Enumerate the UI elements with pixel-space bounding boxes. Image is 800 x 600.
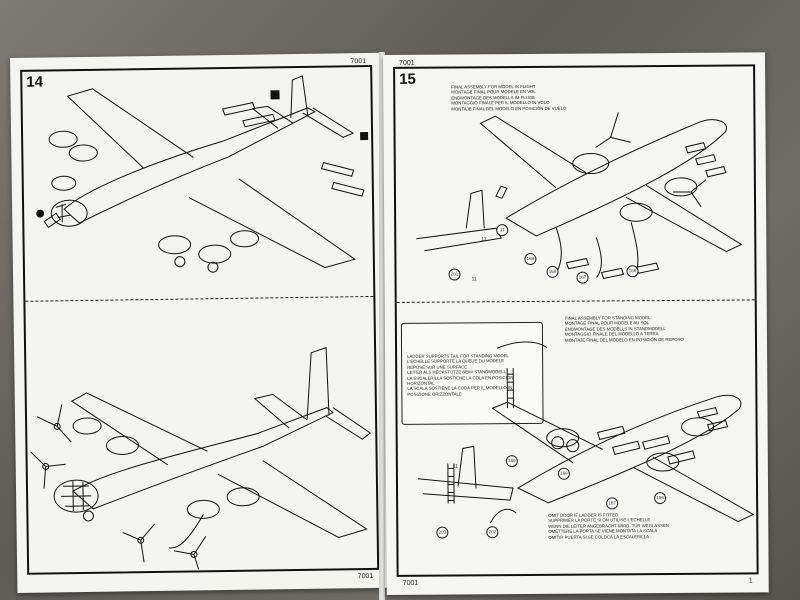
part-number-label: 11 bbox=[452, 463, 459, 470]
part-number-circle: 11 bbox=[496, 224, 509, 237]
part-number-circle: 169 bbox=[524, 252, 537, 266]
part-number-circle: 167 bbox=[606, 497, 619, 510]
airplane-illustrations-right bbox=[416, 112, 755, 524]
part-number-label: 11 bbox=[481, 236, 487, 243]
aircraft-exploded-view-top bbox=[43, 75, 365, 273]
page-frame: 14 7001 bbox=[20, 58, 380, 580]
part-number-circle: 202 bbox=[486, 526, 499, 539]
instruction-page-right: 7001 15 FINAL ASSEMBLY FOR MODEL IN FLIG… bbox=[383, 52, 769, 595]
part-number-circle: 201 bbox=[448, 268, 461, 281]
part-number-circle: 169 bbox=[505, 455, 518, 468]
airplane-illustrations-left bbox=[30, 75, 372, 572]
page-code-top: 7001 bbox=[399, 59, 415, 67]
part-number-circle: 166 bbox=[626, 265, 639, 278]
page-corner-number: 1 bbox=[748, 577, 753, 585]
instruction-page-left: 14 7001 bbox=[10, 52, 390, 593]
part-dot bbox=[36, 209, 45, 218]
part-number-label: 11 bbox=[471, 276, 477, 283]
page-code-bottom: 7001 bbox=[357, 572, 374, 581]
page-code-top: 7001 bbox=[350, 58, 367, 66]
aircraft-flight-view bbox=[416, 112, 743, 280]
part-number-circle: 168 bbox=[557, 467, 570, 480]
black-marker bbox=[270, 90, 280, 100]
black-marker bbox=[360, 132, 369, 141]
aircraft-assembled-view-bottom bbox=[30, 346, 372, 572]
book-spine bbox=[379, 52, 385, 600]
part-number-circle: 203 bbox=[436, 526, 449, 539]
aircraft-standing-view bbox=[417, 341, 755, 524]
page-frame: 7001 15 FINAL ASSEMBLY FOR MODEL IN FLIG… bbox=[393, 60, 759, 587]
page-code-bottom: 7001 bbox=[402, 579, 419, 587]
part-number-circle: 166 bbox=[654, 492, 667, 505]
part-number-circle: 167 bbox=[576, 271, 589, 284]
part-number-circle: 168 bbox=[546, 265, 559, 278]
